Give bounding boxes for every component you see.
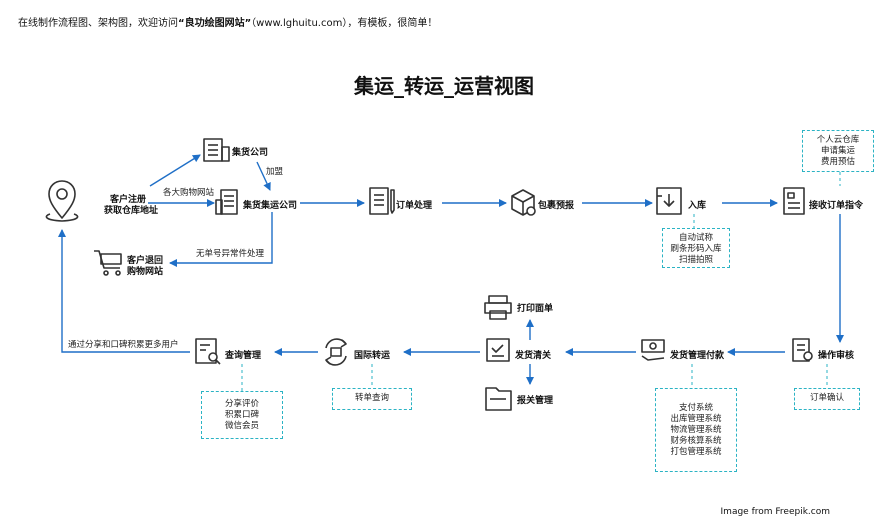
note-line: 刷条形码入库 [670, 244, 722, 254]
header-text: 在线制作流程图、架构图，欢迎访问“良功绘图网站”（www.lghuitu.com… [18, 14, 437, 29]
note-line: 个人云仓库 [816, 135, 860, 145]
package-clock-icon [511, 189, 536, 216]
node-consolidation-shipping: 集货集运公司 [243, 201, 298, 211]
arrow-register-to-company [149, 154, 201, 187]
label-shopping-sites: 各大购物网站 [163, 188, 215, 198]
node-receive-order: 接收订单指令 [809, 201, 864, 211]
note-line: 积累口碑 [224, 410, 259, 420]
node-query-management: 查询管理 [225, 351, 262, 361]
note-transfer-query: 转单查询 [332, 388, 412, 410]
note-member: 分享评价 积累口碑 微信会员 [201, 391, 283, 439]
declaration-folder-icon [485, 387, 512, 411]
node-operation-review: 操作审核 [818, 351, 855, 361]
node-international-transfer: 国际转运 [354, 351, 391, 361]
label-no-order-handling: 无单号异常件处理 [196, 249, 265, 259]
note-line: 打包管理系统 [670, 447, 722, 457]
query-search-icon [195, 338, 221, 365]
header-site-name: “良功绘图网站” [178, 18, 252, 29]
location-pin-icon [45, 180, 79, 222]
node-warehousing: 入库 [688, 201, 707, 211]
arrow-company-to-consolidation [256, 161, 271, 191]
arrow-query-to-start [58, 229, 190, 353]
node-shipping-payment: 发货管理付款 [670, 351, 725, 361]
node-package-forecast: 包裹预报 [538, 201, 575, 211]
note-cloud-warehouse: 个人云仓库 申请集运 费用预估 [802, 130, 874, 172]
node-order-processing: 订单处理 [396, 201, 433, 211]
order-document-icon [369, 187, 395, 215]
receive-order-icon [783, 187, 805, 215]
note-line: 出库管理系统 [670, 414, 722, 424]
node-customer-register: 客户注册 [110, 195, 147, 205]
label-share-note: 通过分享和口碑积累更多用户 [68, 340, 179, 350]
note-line: 订单确认 [809, 393, 844, 403]
inbox-download-icon [656, 187, 682, 215]
note-auto-weigh: 自动试称 刷条形码入库 扫描拍照 [662, 228, 730, 268]
header-prefix: 在线制作流程图、架构图，欢迎访问 [18, 18, 178, 29]
note-systems: 支付系统 出库管理系统 物流管理系统 财务核算系统 打包管理系统 [655, 388, 737, 472]
printer-icon [484, 295, 512, 320]
header-suffix: （www.lghuitu.com），有模板，很简单！ [251, 18, 438, 29]
office-building-icon [215, 189, 238, 215]
note-order-confirm: 订单确认 [794, 388, 860, 410]
shopping-cart-icon [94, 250, 122, 276]
note-line: 分享评价 [224, 399, 259, 409]
node-shopping-site-return: 购物网站 [127, 267, 164, 277]
payment-cash-icon [641, 339, 665, 361]
note-line: 费用预估 [820, 157, 855, 167]
node-shipping-customs: 发货清关 [515, 351, 552, 361]
note-line: 扫描拍照 [678, 255, 713, 265]
node-customer-return: 客户退回 [127, 256, 164, 266]
note-line: 申请集运 [820, 146, 855, 156]
transfer-refresh-icon [325, 338, 347, 366]
node-consolidation-company: 集货公司 [232, 148, 269, 158]
node-customs-management: 报关管理 [517, 396, 554, 406]
building-icon [203, 138, 230, 162]
customs-clearance-icon [486, 338, 510, 362]
note-line: 物流管理系统 [670, 425, 722, 435]
review-checklist-icon [792, 338, 813, 362]
arrow-consolidation-to-return [169, 212, 273, 267]
note-line: 转单查询 [354, 393, 389, 403]
page-title: 集运_转运_运营视图 [354, 74, 534, 98]
node-print-waybill: 打印面单 [517, 304, 554, 314]
node-get-warehouse-address: 获取仓库地址 [104, 206, 159, 216]
label-join: 加盟 [266, 167, 284, 177]
note-line: 自动试称 [678, 233, 713, 243]
note-line: 财务核算系统 [670, 436, 722, 446]
note-line: 支付系统 [678, 403, 713, 413]
image-credit: Image from Freepik.com [720, 507, 830, 517]
note-line: 微信会员 [224, 421, 259, 431]
